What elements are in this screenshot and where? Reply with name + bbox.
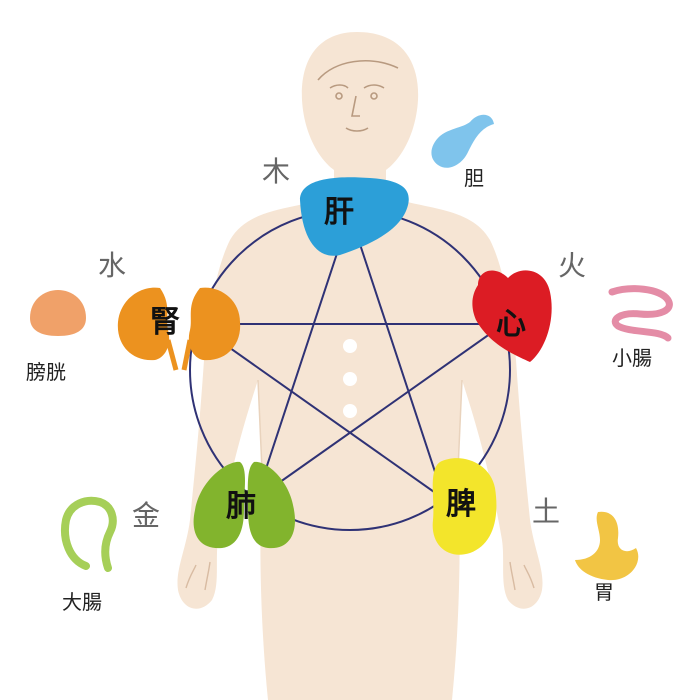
mouth (345, 127, 369, 132)
element-label-fire: 火 (558, 249, 587, 282)
left-eyebrow (329, 84, 349, 89)
element-label-earth: 土 (532, 495, 561, 528)
small-intestine-icon (608, 285, 673, 342)
organ-label-heart: 心 (496, 307, 526, 342)
heart-shape (472, 270, 552, 362)
right-eyebrow (363, 84, 385, 89)
fu-label-bladder: 膀胱 (26, 360, 66, 384)
element-label-water: 水 (98, 249, 127, 282)
fu-label-large-intestine: 大腸 (62, 590, 102, 614)
face (317, 60, 399, 132)
nose (351, 95, 360, 117)
kidney-shape (117, 287, 241, 371)
element-label-wood: 木 (262, 155, 291, 188)
left-eye (335, 92, 343, 100)
right-eye (370, 92, 378, 100)
large-intestine-icon (61, 496, 117, 572)
spleen-shape (432, 458, 497, 555)
lung-shape (193, 461, 295, 549)
organ-label-lung: 肺 (226, 489, 256, 524)
gallbladder-icon (431, 114, 494, 168)
human-body-silhouette (177, 32, 543, 700)
body-center-dots (343, 339, 357, 418)
stomach-icon (575, 511, 639, 581)
fu-label-stomach: 胃 (594, 580, 614, 604)
pentagram (192, 210, 508, 502)
fu-label-gallbladder: 胆 (464, 166, 484, 190)
element-label-metal: 金 (132, 499, 161, 532)
liver-shape (300, 177, 409, 256)
organ-label-liver: 肝 (324, 195, 354, 230)
bladder-icon (30, 290, 86, 336)
fu-label-small-intestine: 小腸 (612, 346, 652, 370)
hair-line (317, 60, 399, 81)
organ-label-kidney: 腎 (150, 305, 180, 340)
organ-label-spleen: 脾 (446, 487, 476, 522)
